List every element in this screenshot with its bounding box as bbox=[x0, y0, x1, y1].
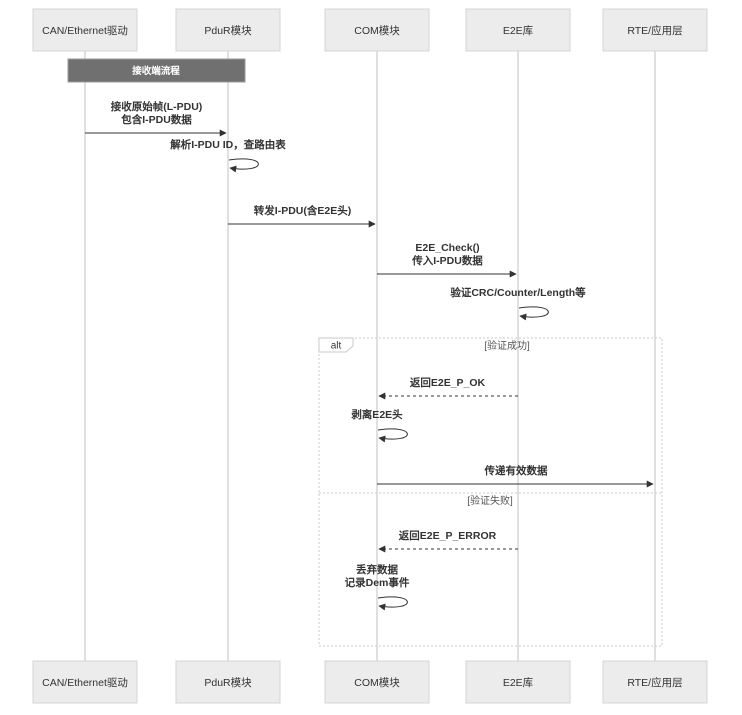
message-3: 转发I-PDU(含E2E头) bbox=[228, 204, 376, 228]
participant-box bbox=[324, 8, 430, 52]
participant-e2e-bottom: E2E库 bbox=[465, 660, 571, 704]
participant-rte-top: RTE/应用层 bbox=[602, 8, 708, 52]
alt-condition-failure: [验证失败] bbox=[467, 494, 513, 507]
participant-e2e-top: E2E库 bbox=[465, 8, 571, 52]
participant-label: CAN/Ethernet驱动 bbox=[42, 25, 128, 37]
message-label: 传入I-PDU数据 bbox=[411, 254, 483, 267]
message-9: 返回E2E_P_ERROR bbox=[378, 529, 518, 553]
alt-condition-success: [验证成功] bbox=[484, 339, 530, 352]
alt-frame-tag: alt bbox=[331, 341, 342, 352]
message-label: 返回E2E_P_OK bbox=[410, 376, 486, 389]
participant-box bbox=[175, 8, 281, 52]
message-label: 记录Dem事件 bbox=[345, 576, 410, 589]
participant-can-bottom: CAN/Ethernet驱动 bbox=[32, 660, 138, 704]
alt-frame: alt [验证成功] [验证失败] bbox=[318, 337, 663, 647]
message-7: 剥离E2E头 bbox=[351, 408, 408, 443]
participant-label: CAN/Ethernet驱动 bbox=[42, 677, 128, 689]
participant-com-bottom: COM模块 bbox=[324, 660, 430, 704]
flow-note-text: 接收端流程 bbox=[132, 65, 180, 77]
participant-label: PduR模块 bbox=[204, 677, 252, 689]
flow-note: 接收端流程 bbox=[67, 58, 246, 83]
message-6: 返回E2E_P_OK bbox=[378, 376, 518, 400]
participant-pdur-bottom: PduR模块 bbox=[175, 660, 281, 704]
participant-label: COM模块 bbox=[354, 25, 400, 37]
participant-can-top: CAN/Ethernet驱动 bbox=[32, 8, 138, 52]
participant-rte-bottom: RTE/应用层 bbox=[602, 660, 708, 704]
message-label: 接收原始帧(L-PDU) bbox=[111, 100, 203, 113]
message-1: 接收原始帧(L-PDU)包含I-PDU数据 bbox=[85, 100, 227, 137]
message-label: 包含I-PDU数据 bbox=[121, 113, 192, 126]
message-label: 剥离E2E头 bbox=[351, 408, 403, 421]
message-arrow bbox=[377, 428, 408, 443]
participant-box bbox=[602, 660, 708, 704]
participant-box bbox=[465, 660, 571, 704]
message-8: 传递有效数据 bbox=[377, 464, 654, 488]
participant-box bbox=[324, 660, 430, 704]
message-arrow bbox=[518, 306, 549, 321]
participant-label: RTE/应用层 bbox=[627, 24, 682, 37]
message-label: 转发I-PDU(含E2E头) bbox=[254, 204, 351, 217]
message-label: E2E_Check() bbox=[415, 242, 479, 254]
participant-label: PduR模块 bbox=[204, 25, 252, 37]
message-label: 返回E2E_P_ERROR bbox=[399, 529, 497, 542]
participant-pdur-top: PduR模块 bbox=[175, 8, 281, 52]
participant-label: E2E库 bbox=[503, 24, 533, 37]
message-label: 解析I-PDU ID，查路由表 bbox=[169, 138, 286, 151]
participant-box bbox=[602, 8, 708, 52]
participant-box bbox=[175, 660, 281, 704]
participant-box bbox=[32, 8, 138, 52]
participant-com-top: COM模块 bbox=[324, 8, 430, 52]
message-arrow bbox=[377, 596, 408, 611]
participant-box bbox=[465, 8, 571, 52]
message-label: 验证CRC/Counter/Length等 bbox=[450, 286, 586, 299]
message-5: 验证CRC/Counter/Length等 bbox=[450, 286, 586, 321]
message-label: 丢弃数据 bbox=[356, 563, 398, 576]
message-4: E2E_Check()传入I-PDU数据 bbox=[377, 242, 517, 278]
message-arrow bbox=[228, 158, 259, 173]
message-2: 解析I-PDU ID，查路由表 bbox=[169, 138, 286, 173]
message-label: 传递有效数据 bbox=[484, 464, 548, 477]
participant-label: RTE/应用层 bbox=[627, 676, 682, 689]
participant-label: E2E库 bbox=[503, 676, 533, 689]
participant-box bbox=[32, 660, 138, 704]
participant-label: COM模块 bbox=[354, 677, 400, 689]
